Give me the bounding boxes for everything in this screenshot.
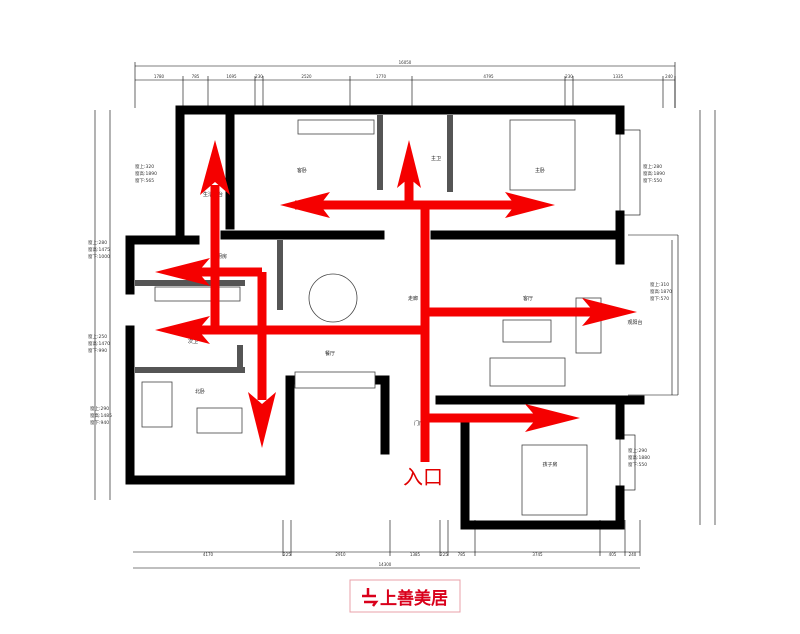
logo: 上善美居 <box>349 579 461 613</box>
kitchen-counter <box>154 286 241 302</box>
coffee-table <box>502 319 552 343</box>
label-second-bath: 次卫 <box>188 338 198 345</box>
dim-top-segment: 2520 <box>301 74 312 79</box>
window-note-height: 窗高:1880 <box>628 454 650 461</box>
arrow-head <box>397 140 421 188</box>
furniture <box>141 119 602 516</box>
window-note-below: 窗下:1000 <box>88 253 110 260</box>
dim-bottom-segment: 785 <box>458 552 466 557</box>
window-note-height: 窗高:1890 <box>135 170 157 177</box>
window-note-above: 窗上:250 <box>88 333 107 340</box>
window-note-height: 窗高:1870 <box>650 288 672 295</box>
dim-top-segment: 1335 <box>613 74 624 79</box>
label-sun-balcony: 观阳台 <box>627 319 642 326</box>
label-kitchen: 厨房 <box>217 253 227 260</box>
label-kids-room: 孩子房 <box>542 461 557 468</box>
arrow-head <box>525 404 580 432</box>
circulation-arrows <box>155 140 637 462</box>
label-north-bedroom: 北卧 <box>195 388 205 395</box>
kids-bed <box>521 444 588 516</box>
balcony-railing <box>619 129 679 491</box>
dim-bottom-segment: 3745 <box>532 552 543 557</box>
window-note-above: 窗上:280 <box>643 163 662 170</box>
dim-top-segment: 240 <box>665 74 673 79</box>
dim-top-total: 16050 <box>399 60 412 65</box>
window-note-above: 窗上:310 <box>650 281 669 288</box>
label-dining: 餐厅 <box>325 350 335 357</box>
dim-top-segment: 4795 <box>483 74 494 79</box>
window-notes: 窗上:320窗高:1890窗下:565窗上:280窗高:1890窗下:550窗上… <box>88 163 672 468</box>
dim-top-segment: 1770 <box>376 74 387 79</box>
arrow-head <box>280 192 330 218</box>
window-note-below: 窗下:570 <box>650 295 669 302</box>
label-master-bath: 主卫 <box>431 155 441 162</box>
dim-bottom-segment: 4170 <box>203 552 214 557</box>
dining-table <box>308 273 358 323</box>
window-note-height: 窗高:1890 <box>643 170 665 177</box>
dim-top-segment: 230 <box>565 74 573 79</box>
label-guest-bedroom: 客卧 <box>297 167 307 174</box>
entrance-label: 入口 <box>403 465 443 489</box>
logo-mark-icon <box>362 588 379 607</box>
master-bed <box>509 119 576 191</box>
label-master-bedroom: 主卧 <box>535 167 545 174</box>
arrow-head <box>582 298 637 326</box>
arrow-head <box>505 192 555 218</box>
label-corridor: 走廊 <box>408 295 418 302</box>
arrow-head <box>200 140 230 195</box>
window-note-below: 窗下:550 <box>628 461 647 468</box>
window-note-below: 窗下:990 <box>88 347 107 354</box>
cabinet <box>294 371 376 389</box>
dim-bottom-total: 14300 <box>379 562 392 567</box>
label-living-room: 客厅 <box>523 295 533 302</box>
dim-bottom-segment: 405 <box>609 552 617 557</box>
window-note-height: 窗高:1475 <box>88 246 110 253</box>
dim-bottom-segment: 240 <box>629 552 637 557</box>
window-note-above: 窗上:290 <box>628 447 647 454</box>
label-foyer: 门厅 <box>414 420 424 427</box>
arrow-head <box>248 392 276 448</box>
north-sofa <box>141 381 173 428</box>
arrow-head <box>155 316 210 344</box>
arrow-head <box>155 258 210 286</box>
dim-bottom-segment: 1385 <box>410 552 421 557</box>
window-note-above: 窗上:280 <box>88 239 107 246</box>
window-note-below: 窗下:550 <box>643 177 662 184</box>
top-dimensions: 16050 1780 785 1695 230 2520 1770 4795 230 1335 2… <box>134 60 676 108</box>
sofa <box>489 357 566 387</box>
dim-top-segment: 1780 <box>154 74 165 79</box>
dim-top-segment: 785 <box>192 74 200 79</box>
dim-bottom-segment: 2910 <box>335 552 346 557</box>
window-note-height: 窗高:1470 <box>88 340 110 347</box>
dim-top-segment: 230 <box>255 74 263 79</box>
window-note-below: 窗下:940 <box>90 419 109 426</box>
window-note-above: 窗上:320 <box>135 163 154 170</box>
desk <box>196 407 243 434</box>
dim-top-segment: 1695 <box>226 74 237 79</box>
wardrobe <box>297 119 375 135</box>
window-note-below: 窗下:565 <box>135 177 154 184</box>
dim-bottom-segment: 225 <box>283 552 291 557</box>
window-note-above: 窗上:290 <box>90 405 109 412</box>
walls <box>125 105 645 530</box>
window-note-height: 窗高:1485 <box>90 412 112 419</box>
logo-text: 上善美居 <box>380 588 448 609</box>
dim-bottom-segment: 225 <box>440 552 448 557</box>
